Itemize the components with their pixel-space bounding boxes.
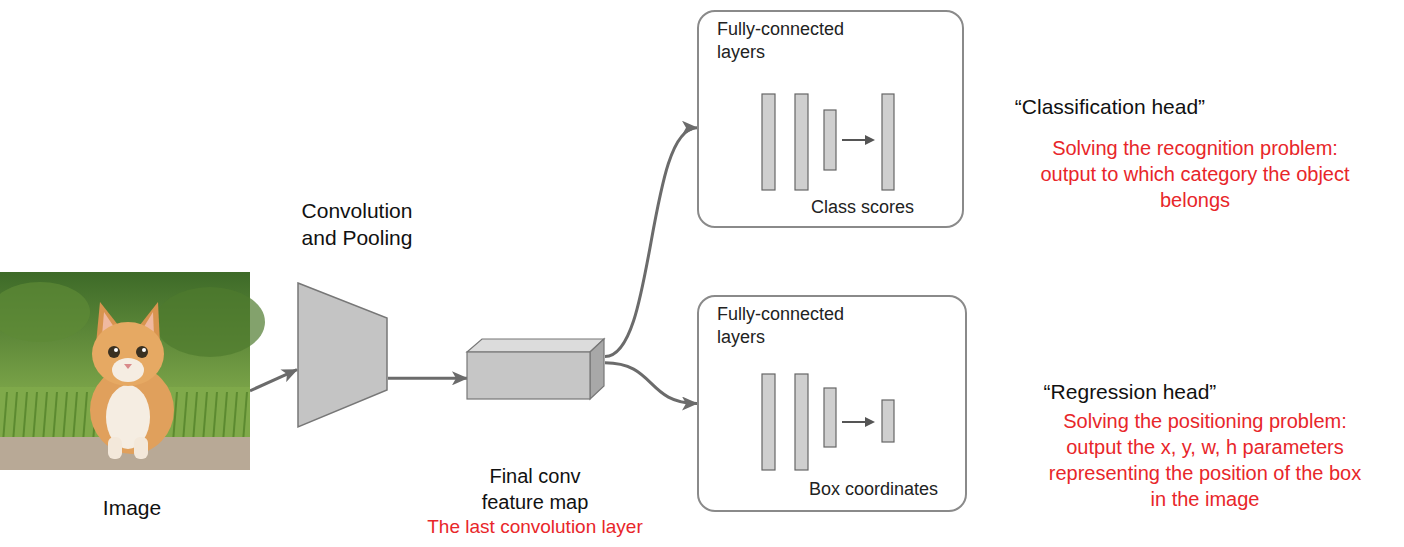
foliage: [0, 282, 90, 342]
grass-blade: [173, 392, 177, 442]
grass-blade: [213, 392, 217, 442]
grass-blade: [3, 392, 7, 442]
layer-bar: [824, 110, 836, 170]
grass-blade: [43, 392, 47, 442]
box-heading: Fully-connected layers: [717, 303, 857, 350]
cat-leg: [108, 437, 122, 459]
layer-bar: [762, 94, 775, 190]
grass-blade: [63, 392, 67, 442]
flow-connector: [388, 377, 467, 380]
text-holder: Class scores: [811, 196, 956, 219]
grass-blade: [33, 392, 37, 442]
text-holder: Fully-connected layers: [717, 303, 857, 350]
eye-glint: [142, 348, 146, 352]
text-holder: Image: [0, 494, 264, 521]
text-holder: Convolution and Pooling: [282, 197, 432, 252]
input-image: Image: [0, 272, 250, 532]
output-label: Box coordinates: [809, 478, 959, 501]
flow-connector: [605, 128, 697, 357]
grass-blade: [223, 392, 227, 442]
grass-blade: [73, 392, 77, 442]
text-holder: The last convolution layer: [400, 515, 670, 540]
output-label: Class scores: [811, 196, 956, 219]
image-label: Image: [0, 494, 264, 521]
layer-bar: [824, 388, 836, 447]
eye-glint: [114, 348, 118, 352]
grass-blade: [233, 392, 237, 442]
grass-blade: [23, 392, 27, 442]
box-heading: Fully-connected layers: [717, 18, 857, 65]
flow-connector: [250, 370, 297, 391]
grass-blade: [83, 392, 87, 442]
feature-map: Final conv feature mapThe last convoluti…: [400, 330, 670, 547]
cuboid-front: [467, 352, 590, 399]
text-holder: Final conv feature map: [470, 463, 600, 515]
annotation: The last convolution layer: [400, 515, 670, 540]
text-holder: Solving the recognition problem: output …: [1030, 135, 1360, 213]
head-title: “Classification head”: [990, 93, 1230, 120]
cat-eye: [108, 346, 120, 358]
cat-eye: [136, 346, 148, 358]
conv-pool-block: Convolution and Pooling: [282, 195, 432, 435]
text-holder: Solving the positioning problem: output …: [1040, 408, 1370, 512]
layer-bar: [882, 94, 894, 190]
flow-arrow-head: [865, 135, 875, 145]
head-title: “Regression head”: [1020, 378, 1240, 405]
cuboid-top: [467, 339, 604, 352]
cat-nose: [124, 364, 132, 369]
cat-leg: [134, 437, 148, 459]
text-holder: Fully-connected layers: [717, 18, 857, 65]
flow-arrow: [842, 139, 867, 141]
head-note: Solving the recognition problem: output …: [1030, 135, 1360, 213]
cat-head: [92, 322, 164, 386]
text-holder: “Classification head”: [990, 93, 1230, 120]
pooling-trapezoid: [298, 283, 387, 427]
layer-bar: [795, 374, 808, 470]
regression-fc-box: Fully-connected layersBox coordinates: [697, 295, 967, 512]
text-holder: “Regression head”: [1020, 378, 1240, 405]
cat-muzzle: [112, 358, 144, 382]
layer-bar: [795, 94, 808, 190]
grass-blade: [193, 392, 197, 442]
flow-arrow-head: [865, 417, 875, 427]
conv-trapezoid: [297, 282, 388, 428]
head-note: Solving the positioning problem: output …: [1040, 408, 1370, 512]
classification-fc-box: Fully-connected layersClass scores: [697, 10, 964, 228]
cuboid-side: [590, 339, 604, 399]
feature-map-title: Final conv feature map: [470, 463, 600, 515]
grass-blade: [183, 392, 187, 442]
grass-blade: [13, 392, 17, 442]
layer-bar: [762, 374, 775, 470]
text-holder: Box coordinates: [809, 478, 959, 501]
grass-blade: [243, 392, 247, 442]
grass-blade: [203, 392, 207, 442]
grass-blade: [53, 392, 57, 442]
flow-arrow: [842, 421, 867, 423]
flow-connector: [605, 363, 697, 404]
foliage: [155, 287, 265, 357]
block-title: Convolution and Pooling: [282, 197, 432, 252]
cat-photo: [0, 272, 250, 470]
feature-cuboid: [467, 338, 605, 400]
layer-bar: [882, 400, 894, 442]
